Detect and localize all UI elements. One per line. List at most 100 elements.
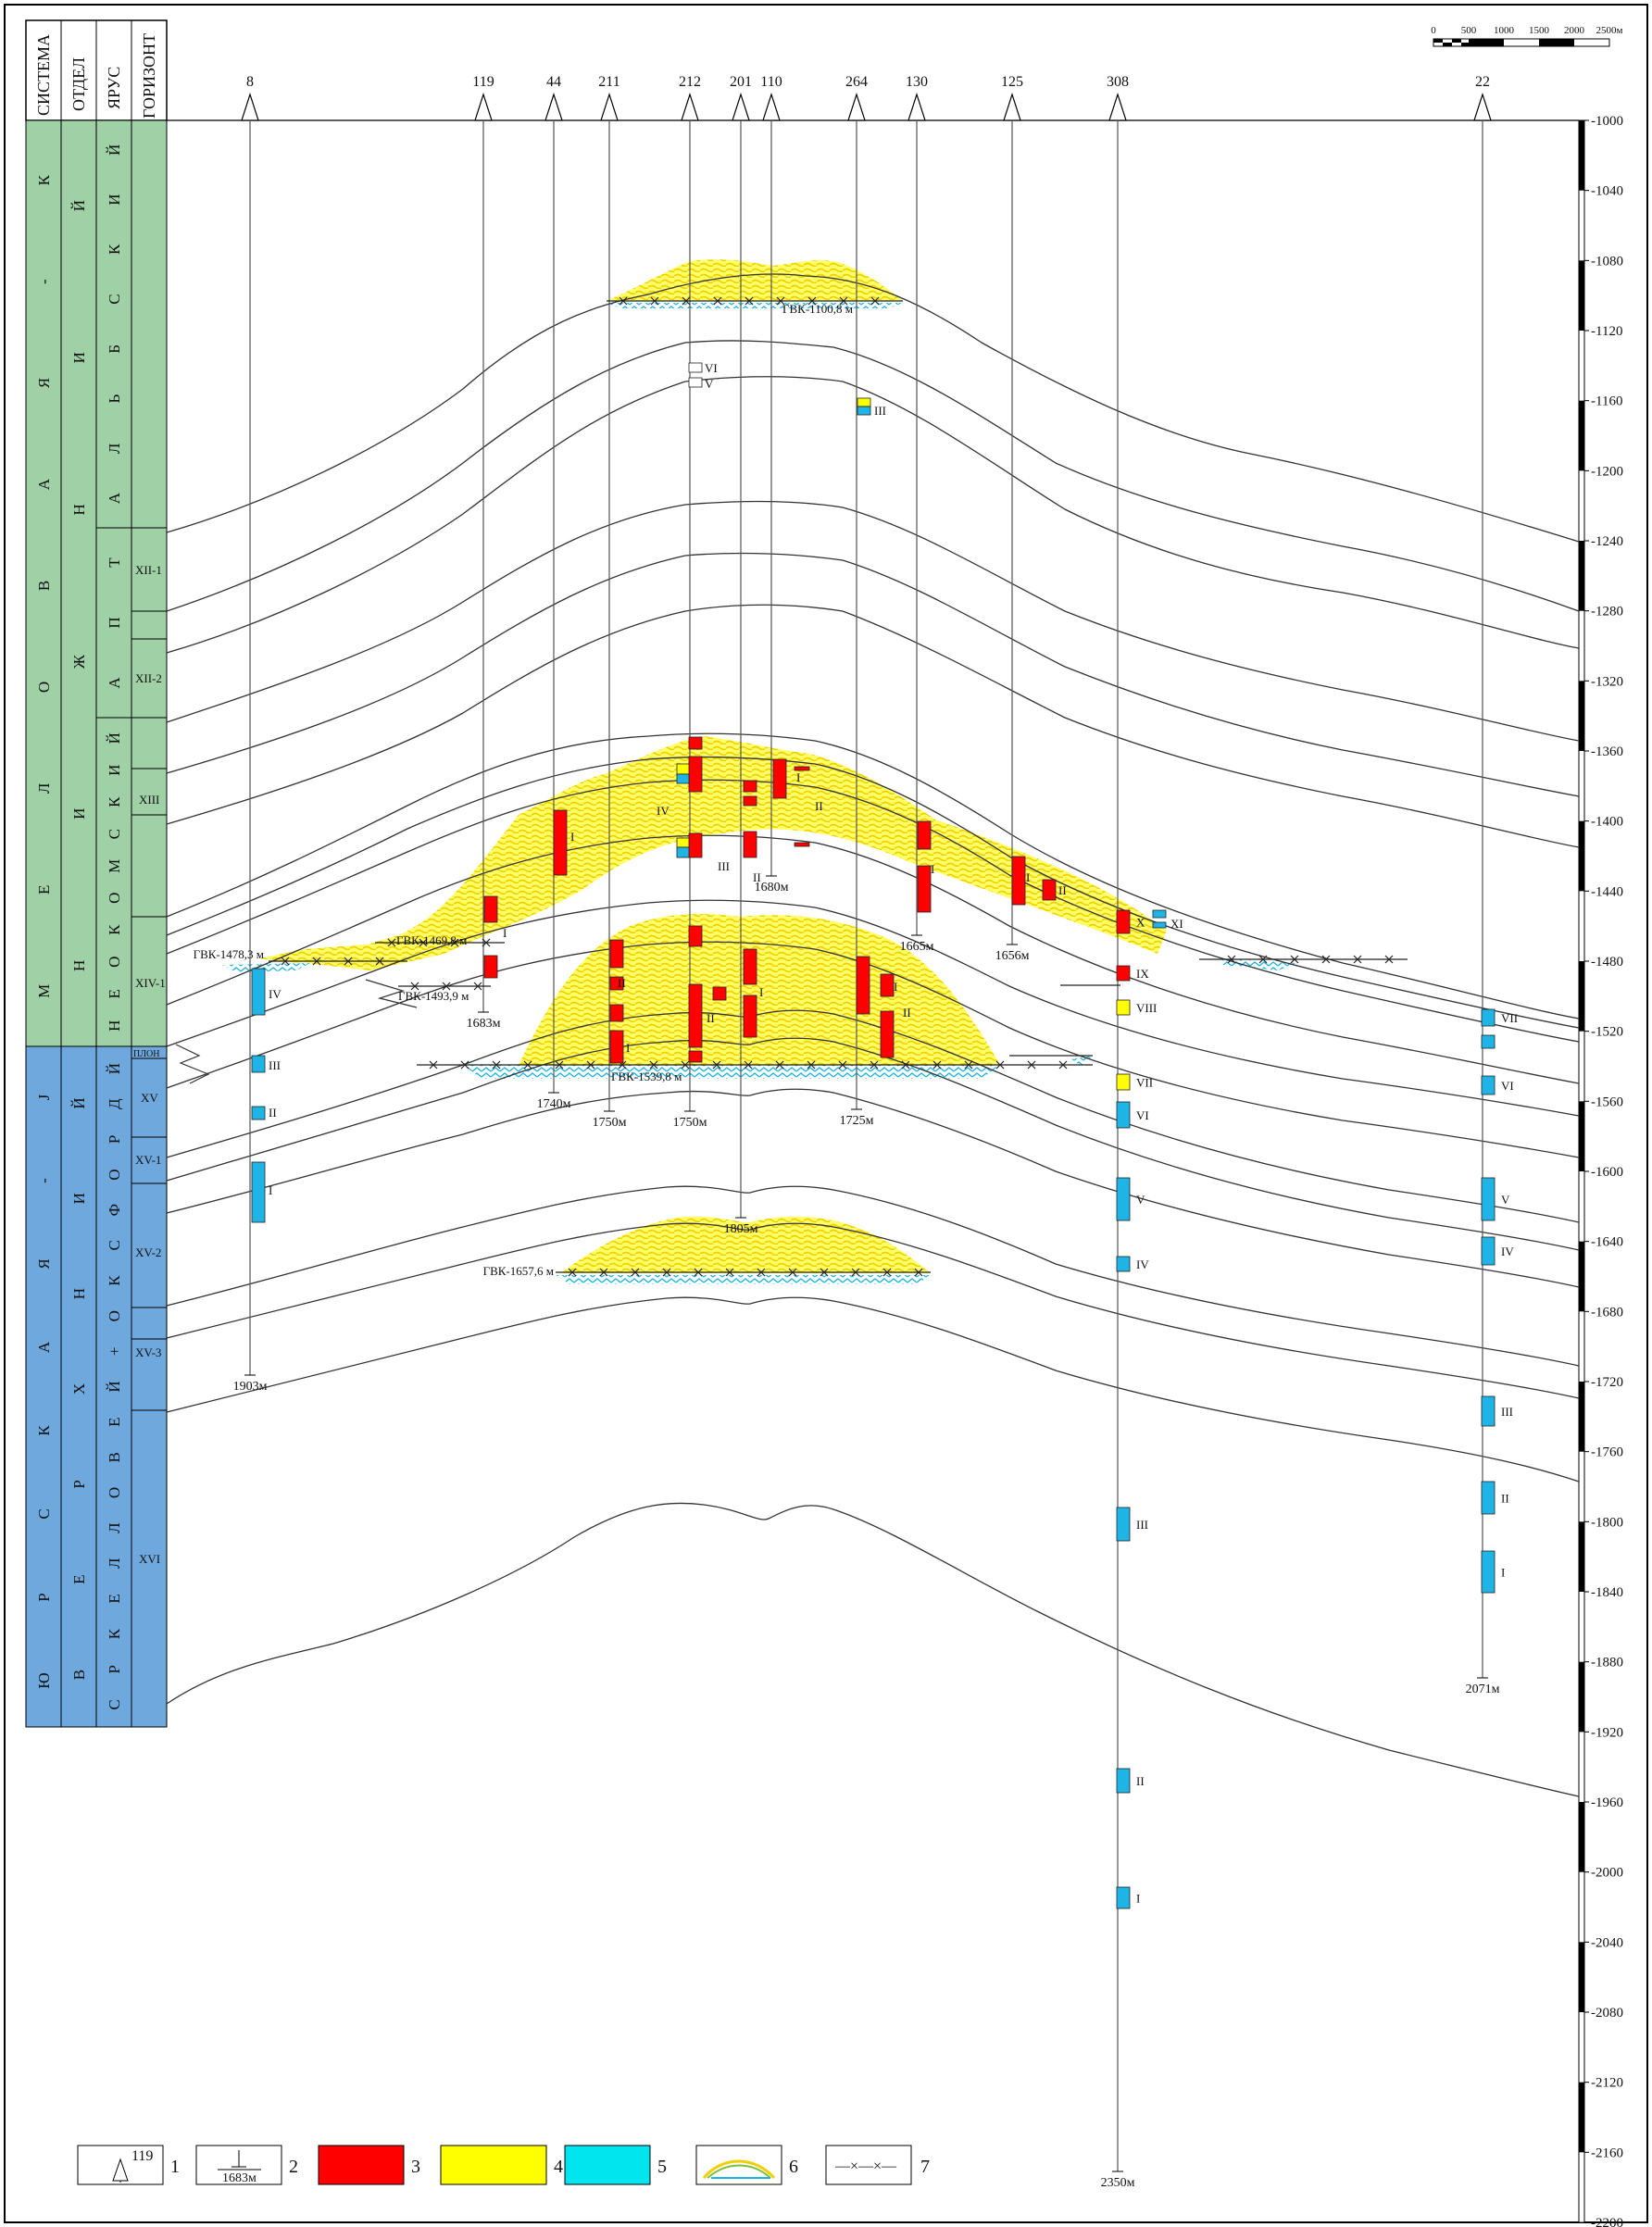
- gvk-cross: [1290, 955, 1299, 964]
- well-head-icon: [762, 93, 781, 121]
- yarus-neo-letter-3: С: [106, 829, 123, 839]
- gvk-cross: [725, 1268, 734, 1277]
- depth-tick-7: -1280: [1591, 605, 1623, 619]
- interval-gas: [712, 986, 727, 1001]
- gvk-cross: [788, 1268, 797, 1277]
- gvk-cross: [964, 1060, 973, 1070]
- interval-water: [1152, 921, 1167, 929]
- depth-tick-18: -1720: [1591, 1375, 1623, 1390]
- gvk-cross: [775, 1060, 784, 1070]
- well-bottom-125: 1656м: [995, 949, 1030, 963]
- sistema-cret-letter-7: Е: [35, 885, 53, 895]
- yarus-jur-letter-16: К: [106, 1628, 123, 1639]
- interval-gas: [880, 973, 895, 997]
- gvk-cross: [599, 1268, 608, 1277]
- interval-w22: [1481, 1481, 1496, 1515]
- gvk-cross: [460, 1060, 469, 1070]
- sistema-cret-letter-3: А: [35, 478, 53, 490]
- interval-w22: [1481, 1075, 1496, 1095]
- well-bottom-22: 2071м: [1466, 1683, 1500, 1696]
- interval-water: [251, 968, 266, 1016]
- yarus-neo-letter-4: М: [106, 859, 123, 873]
- unit-label-crest-1: I: [503, 926, 507, 940]
- unit-label-w264: III: [874, 404, 886, 418]
- interval-gas: [856, 956, 870, 1015]
- pool-icon: [702, 2159, 776, 2180]
- gorizont-cretaceous: [131, 119, 168, 1047]
- depth-tick-0: -1000: [1591, 114, 1623, 129]
- gvk-cross: [914, 1268, 923, 1277]
- interval-w308: [1116, 1256, 1131, 1272]
- well-head-icon: [544, 93, 563, 121]
- unit-label-crest-5: II: [707, 1011, 715, 1025]
- yarus-alb: [95, 119, 132, 529]
- horizon-line: [166, 834, 1580, 1084]
- gvk-cross: [694, 1268, 703, 1277]
- gvk-cross: [1321, 955, 1331, 964]
- yarus-jur-letter-17: Р: [106, 1665, 123, 1673]
- horizon-line: [166, 1296, 1580, 1483]
- scale-label-2: 1000: [1494, 25, 1515, 36]
- unit-label-w8: III: [269, 1058, 281, 1072]
- sistema-cret-letter-4: В: [35, 581, 53, 591]
- interval-w308: [1116, 1073, 1131, 1091]
- yarus-alb-letter-4: Б: [106, 344, 123, 354]
- yarus-jur-letter-13: Л: [106, 1522, 123, 1533]
- yarus-alb-letter-7: А: [106, 492, 123, 504]
- scale-label-5: 2500м: [1596, 25, 1623, 36]
- interval-gas: [917, 820, 932, 850]
- yarus-jur-letter-0: Й: [106, 1063, 123, 1074]
- gvk-cross: [492, 1060, 501, 1070]
- interval-w308: [1116, 1768, 1131, 1794]
- header-sistema: СИСТЕМА: [34, 34, 53, 116]
- interval-gas: [609, 939, 624, 969]
- gvk-cross: [901, 1060, 910, 1070]
- header-gorizont: ГОРИЗОНТ: [140, 33, 158, 119]
- interval-w308: [1116, 909, 1131, 934]
- gvk-cross: [682, 296, 691, 306]
- yarus-jur-letter-11: В: [106, 1452, 123, 1462]
- interval-gas: [743, 780, 757, 793]
- unit-label-w308: X: [1136, 916, 1145, 930]
- gvk-cross: [838, 1060, 847, 1070]
- interval-gas: [688, 1050, 703, 1063]
- unit-label-w308: I: [1136, 1892, 1140, 1906]
- sistema-jur-letter-7: Ю: [35, 1672, 53, 1688]
- pool-jurassic: [560, 1216, 931, 1273]
- gvk-cross: [1027, 1060, 1036, 1070]
- gvk-cross: [442, 982, 451, 991]
- depth-tick-14: -1560: [1591, 1095, 1623, 1109]
- depth-tick-25: -2000: [1591, 1866, 1623, 1881]
- scale-label-1: 500: [1461, 25, 1477, 36]
- interval-gas: [1011, 856, 1026, 906]
- depth-tick-28: -2120: [1591, 2076, 1623, 2091]
- legend-sample-1: 119: [131, 2148, 153, 2164]
- interval-w22: [1481, 1177, 1496, 1221]
- gvk-cross: [631, 1268, 640, 1277]
- unit-label-crest-9: II: [1058, 883, 1067, 897]
- otdel-upper-letter-6: В: [70, 1670, 88, 1680]
- unit-label-crest-10: I: [931, 862, 934, 876]
- well-name-212: 212: [679, 74, 701, 90]
- legend-num-1: 1: [170, 2157, 180, 2177]
- unit-label-w22: VI: [1501, 1079, 1514, 1093]
- unit-label-w22: V: [1501, 1193, 1510, 1207]
- gvk-cross: [650, 296, 659, 306]
- sistema-cret-letter-8: М: [35, 984, 53, 998]
- yarus-jur-letter-12: О: [106, 1487, 123, 1498]
- sistema-cret-letter-2: Я: [35, 378, 53, 388]
- zigzag-left: [175, 1044, 210, 1084]
- gvk-label-3: ГВК-1493,9 м: [398, 989, 469, 1003]
- unit-label-w308-xi: XI: [1170, 917, 1183, 931]
- depth-tick-27: -2080: [1591, 2006, 1623, 2021]
- depth-tick-29: -2160: [1591, 2146, 1623, 2160]
- column-letters: К-ЯАВОЛЕМJ-ЯАКСРЮЙИНЖИНЙИНХРЕВЙИКСБЬЛАТП…: [35, 144, 123, 1710]
- interval-oil: [676, 837, 690, 848]
- gvk-cross: [429, 1060, 438, 1070]
- legend-water-swatch: [564, 2145, 651, 2185]
- well-head-icon: [681, 93, 699, 121]
- interval-gas: [483, 955, 498, 979]
- yarus-neo-letter-0: Й: [106, 732, 123, 744]
- yarus-alb-letter-0: Й: [106, 144, 123, 156]
- otdel-lower-letter-5: Н: [70, 960, 88, 971]
